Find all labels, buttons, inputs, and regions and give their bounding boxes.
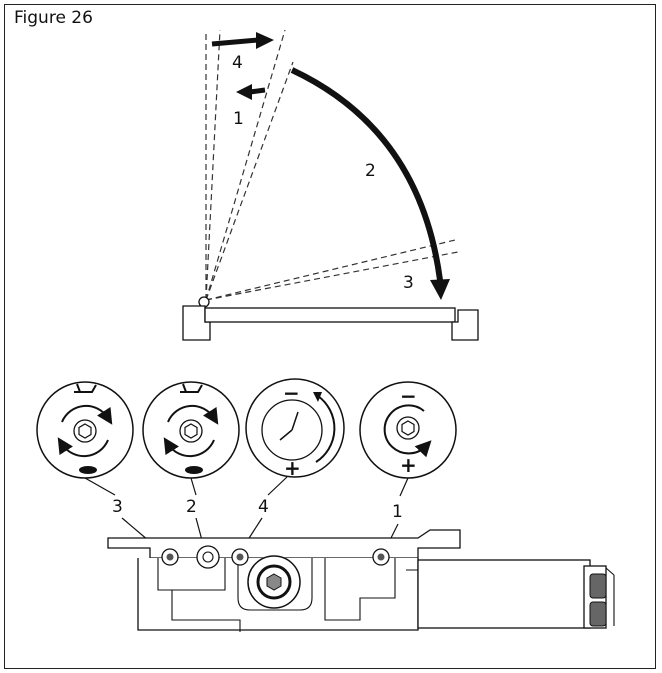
phase-4-arrowhead bbox=[256, 32, 274, 49]
dial-label: 4 bbox=[258, 497, 269, 517]
door-position-line bbox=[205, 239, 456, 301]
hex-socket-icon bbox=[78, 423, 92, 439]
hare-icon bbox=[74, 383, 97, 393]
rotate-arrow-icon bbox=[61, 404, 113, 425]
plus-sign: + bbox=[400, 453, 417, 477]
figure-title: Figure 26 bbox=[14, 8, 93, 28]
door-leaf bbox=[204, 307, 456, 323]
plus-sign: + bbox=[284, 456, 301, 480]
hex-socket-icon bbox=[401, 420, 415, 436]
dial-2 bbox=[142, 381, 240, 479]
dial-4: − + bbox=[245, 378, 345, 480]
door-position-line bbox=[205, 29, 221, 301]
closer-cylinder bbox=[417, 559, 591, 629]
hare-icon bbox=[180, 383, 203, 393]
rotate-arrow-icon bbox=[167, 404, 219, 425]
dial-label: 1 bbox=[392, 502, 403, 522]
rotate-arrow-icon bbox=[57, 437, 109, 458]
dial-label: 3 bbox=[112, 497, 123, 517]
dial-3 bbox=[36, 381, 134, 479]
leader-line bbox=[267, 476, 288, 496]
door-position-line bbox=[205, 251, 459, 301]
phase-2-arrowhead bbox=[430, 279, 450, 300]
door-position-line bbox=[205, 29, 286, 301]
phase-label: 3 bbox=[403, 273, 414, 293]
minus-sign: − bbox=[400, 384, 417, 408]
phase-1-arrow bbox=[249, 87, 266, 95]
hex-socket-icon bbox=[184, 423, 198, 439]
phase-label: 2 bbox=[365, 161, 376, 181]
rotate-arrow-icon bbox=[315, 395, 336, 463]
phase-2-arrow bbox=[290, 67, 443, 281]
dial-label: 2 bbox=[186, 497, 197, 517]
dial-1: − + bbox=[359, 381, 457, 479]
leader-line bbox=[399, 477, 409, 497]
door-position-line bbox=[205, 61, 294, 301]
phase-4-arrow bbox=[211, 37, 259, 47]
rotate-arrow-icon bbox=[383, 404, 432, 458]
tortoise-icon bbox=[79, 466, 97, 474]
minus-sign: − bbox=[283, 381, 300, 405]
phase-label: 4 bbox=[232, 53, 243, 73]
leader-line bbox=[84, 477, 116, 496]
phase-label: 1 bbox=[233, 109, 244, 129]
tortoise-icon bbox=[185, 466, 203, 474]
door-frame-right bbox=[451, 309, 479, 341]
phase-1-arrowhead bbox=[236, 84, 252, 100]
leader-line bbox=[190, 477, 197, 496]
door-closer-body bbox=[107, 529, 615, 632]
rotate-arrow-icon bbox=[163, 437, 215, 458]
door-swing-diagram: 4 1 2 3 bbox=[182, 29, 479, 341]
